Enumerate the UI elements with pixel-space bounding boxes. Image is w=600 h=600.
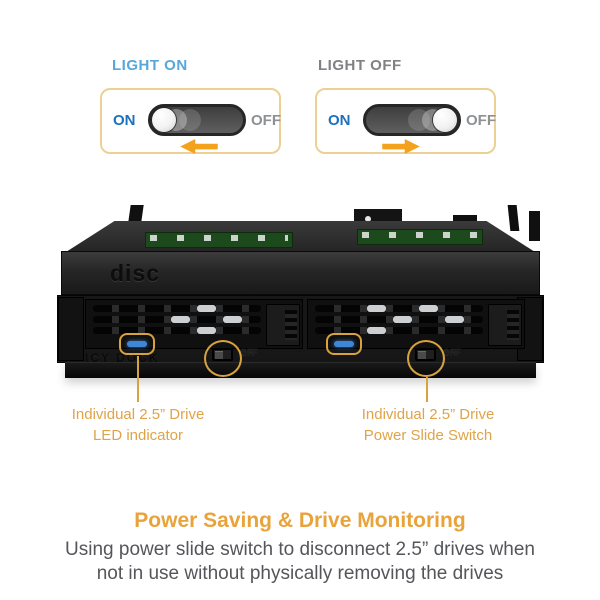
marking-on: ON — [240, 347, 254, 357]
callout-switch-line2: Power Slide Switch — [363, 427, 493, 444]
arrow-right-icon — [382, 139, 420, 154]
toggle-switch-off-icon — [363, 104, 461, 136]
eject-latch — [266, 304, 300, 346]
light-off-title: LIGHT OFF — [318, 57, 402, 74]
bezel-logo: disc — [110, 260, 161, 286]
knob-motion-ghost — [408, 109, 430, 131]
light-on-title: LIGHT ON — [112, 57, 188, 74]
light-off-card: ON OFF — [315, 88, 496, 154]
callout-ring-switch-left — [204, 340, 242, 377]
toggle-switch-on-icon — [148, 104, 246, 136]
vent-grille — [315, 305, 483, 339]
toggle-on-label: ON — [328, 112, 351, 129]
callout-led-line2: LED indicator — [92, 427, 184, 444]
drive-bay-right — [307, 299, 525, 349]
chassis-tab — [507, 205, 520, 231]
section-description: Using power slide switch to disconnect 2… — [0, 538, 600, 587]
circuit-board — [145, 232, 293, 248]
callout-switch-line1: Individual 2.5” Drive — [361, 406, 495, 423]
marking-off: OFF — [443, 347, 461, 357]
callout-led-line1: Individual 2.5” Drive — [71, 406, 205, 423]
callout-line-led — [137, 356, 139, 402]
front-bezel: disc — [61, 251, 540, 295]
toggle-off-label: OFF — [466, 112, 496, 129]
chassis-tab — [453, 215, 477, 221]
screw-hole — [365, 216, 371, 222]
arrow-left-icon — [180, 139, 218, 154]
switch-marking-right: ON OFF — [443, 347, 461, 357]
marking-dash — [240, 351, 254, 353]
knob-motion-ghost — [179, 109, 201, 131]
chassis-tab — [529, 211, 540, 241]
callout-text-led: Individual 2.5” Drive LED indicator — [38, 404, 238, 446]
marking-dash — [443, 351, 457, 353]
led-indicator-right — [334, 341, 354, 347]
light-on-card: ON OFF — [100, 88, 281, 154]
marking-on: ON — [443, 347, 457, 357]
callout-text-switch: Individual 2.5” Drive Power Slide Switch — [328, 404, 528, 446]
switch-marking-left: ON OFF — [240, 347, 258, 357]
description-line2: not in use without physically removing t… — [96, 563, 504, 585]
toggle-knob — [433, 108, 457, 132]
marking-off: OFF — [240, 347, 258, 357]
callout-line-switch — [426, 377, 428, 402]
toggle-knob — [152, 108, 176, 132]
toggle-off-label: OFF — [251, 112, 281, 129]
product-photo: disc ICY DOCK ON OF — [57, 205, 544, 378]
callout-ring-led-left — [119, 333, 155, 355]
side-rail-left — [58, 297, 84, 361]
drive-bay-left — [85, 299, 303, 349]
led-indicator-left — [127, 341, 147, 347]
chassis-base — [65, 362, 536, 378]
toggle-on-label: ON — [113, 112, 136, 129]
callout-ring-switch-right — [407, 340, 445, 377]
callout-ring-led-right — [326, 333, 362, 355]
circuit-board — [357, 229, 483, 245]
vent-grille — [93, 305, 261, 339]
section-title: Power Saving & Drive Monitoring — [134, 509, 466, 532]
eject-latch — [488, 304, 522, 346]
description-line1: Using power slide switch to disconnect 2… — [65, 539, 535, 560]
